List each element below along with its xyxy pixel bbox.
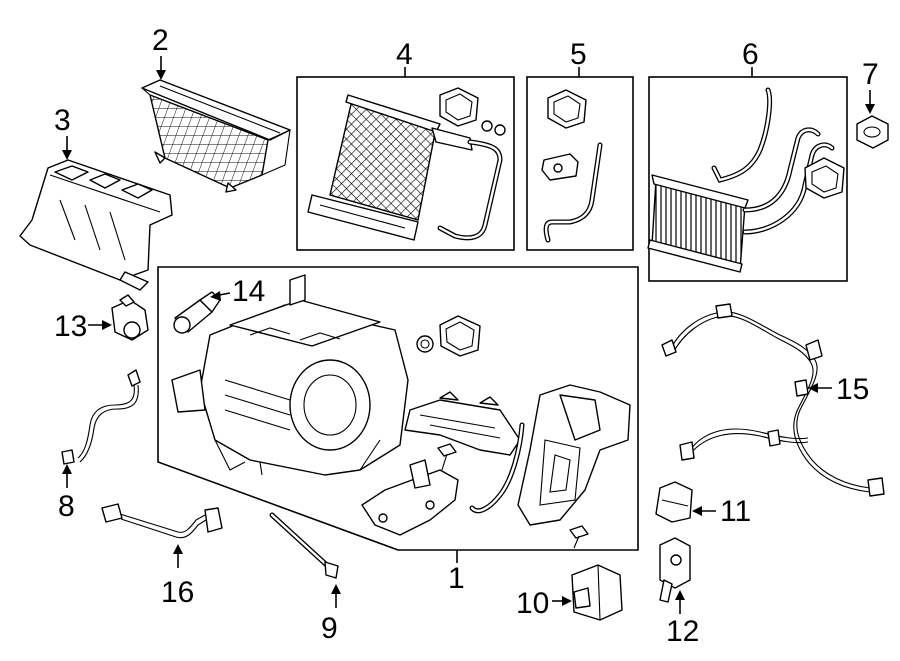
part-1-heater-unit — [171, 274, 409, 476]
arrowhead-13 — [102, 320, 112, 330]
callout-6: 6 — [742, 38, 759, 71]
callout-10: 10 — [516, 587, 549, 620]
part-12-sensor — [659, 537, 691, 603]
arrowhead-10 — [562, 596, 572, 606]
part-7-grommet — [856, 115, 889, 149]
part-16-wiring — [101, 503, 223, 539]
box-6-frame — [648, 76, 848, 282]
callout-7: 7 — [862, 58, 879, 91]
callout-8: 8 — [58, 490, 75, 523]
part-11-bracket — [655, 481, 693, 523]
part-2-air-filter — [141, 79, 291, 193]
box-1-seals — [416, 315, 481, 357]
callout-11: 11 — [720, 495, 751, 528]
arrowhead-16 — [173, 544, 183, 554]
arrowhead-14 — [210, 291, 221, 301]
part-8-sensor — [61, 369, 141, 465]
callout-9: 9 — [321, 612, 338, 645]
arrowhead-7 — [865, 104, 875, 114]
part-6-heater-core — [647, 87, 845, 273]
box-1-frame — [157, 266, 639, 551]
callout-15: 15 — [836, 373, 869, 406]
box-1-lower-case — [517, 384, 631, 526]
arrowhead-11 — [692, 506, 702, 516]
part-9-drain-hose — [269, 512, 339, 579]
box-1-bracket — [361, 459, 459, 536]
part-3-duct — [19, 159, 173, 291]
part-10-resistor — [571, 564, 623, 621]
arrowhead-8 — [62, 464, 72, 474]
callout-12: 12 — [666, 615, 699, 648]
box-5-frame — [526, 76, 634, 251]
box-1-duct-piece — [404, 391, 521, 456]
part-15-wire-harness — [661, 303, 885, 497]
callout-1: 1 — [448, 562, 465, 595]
callout-14: 14 — [232, 275, 265, 308]
part-13-motor — [111, 294, 149, 341]
part-14-actuator — [173, 291, 221, 334]
part-4-evaporator — [307, 87, 506, 241]
arrowhead-12 — [675, 590, 685, 600]
arrowhead-3 — [62, 150, 72, 160]
callout-13: 13 — [54, 310, 87, 343]
part-5-expansion-valve — [541, 89, 603, 243]
callout-5: 5 — [570, 38, 587, 71]
callout-16: 16 — [161, 576, 194, 609]
arrowhead-2 — [156, 70, 166, 80]
callout-3: 3 — [54, 104, 71, 137]
box-1-screws — [437, 443, 589, 549]
arrowhead-15 — [808, 383, 818, 393]
callout-4: 4 — [396, 38, 413, 71]
callout-2: 2 — [152, 24, 169, 57]
arrowhead-9 — [331, 584, 341, 594]
